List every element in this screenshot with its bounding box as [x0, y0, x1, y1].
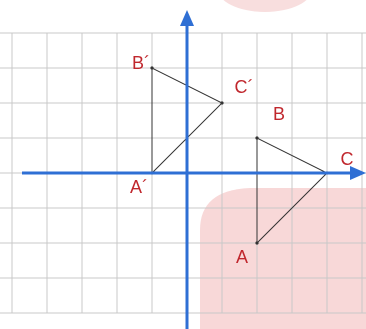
vertex-a — [255, 241, 259, 245]
axes — [22, 10, 366, 329]
point-labels: A B C A´ B´ C´ — [130, 53, 354, 267]
triangle-abc — [256, 137, 328, 245]
vertex-c-prime — [220, 101, 224, 105]
label-c-prime: C´ — [235, 77, 254, 97]
label-a: A — [236, 247, 248, 267]
label-b-prime: B´ — [132, 53, 150, 73]
label-c: C — [341, 149, 354, 169]
vertex-b — [255, 136, 259, 140]
x-axis-arrow-icon — [350, 166, 366, 180]
label-b: B — [273, 104, 285, 124]
label-a-prime: A´ — [130, 177, 148, 197]
vertex-b-prime — [150, 66, 154, 70]
y-axis-arrow-icon — [180, 10, 194, 26]
watermark — [200, 0, 366, 329]
